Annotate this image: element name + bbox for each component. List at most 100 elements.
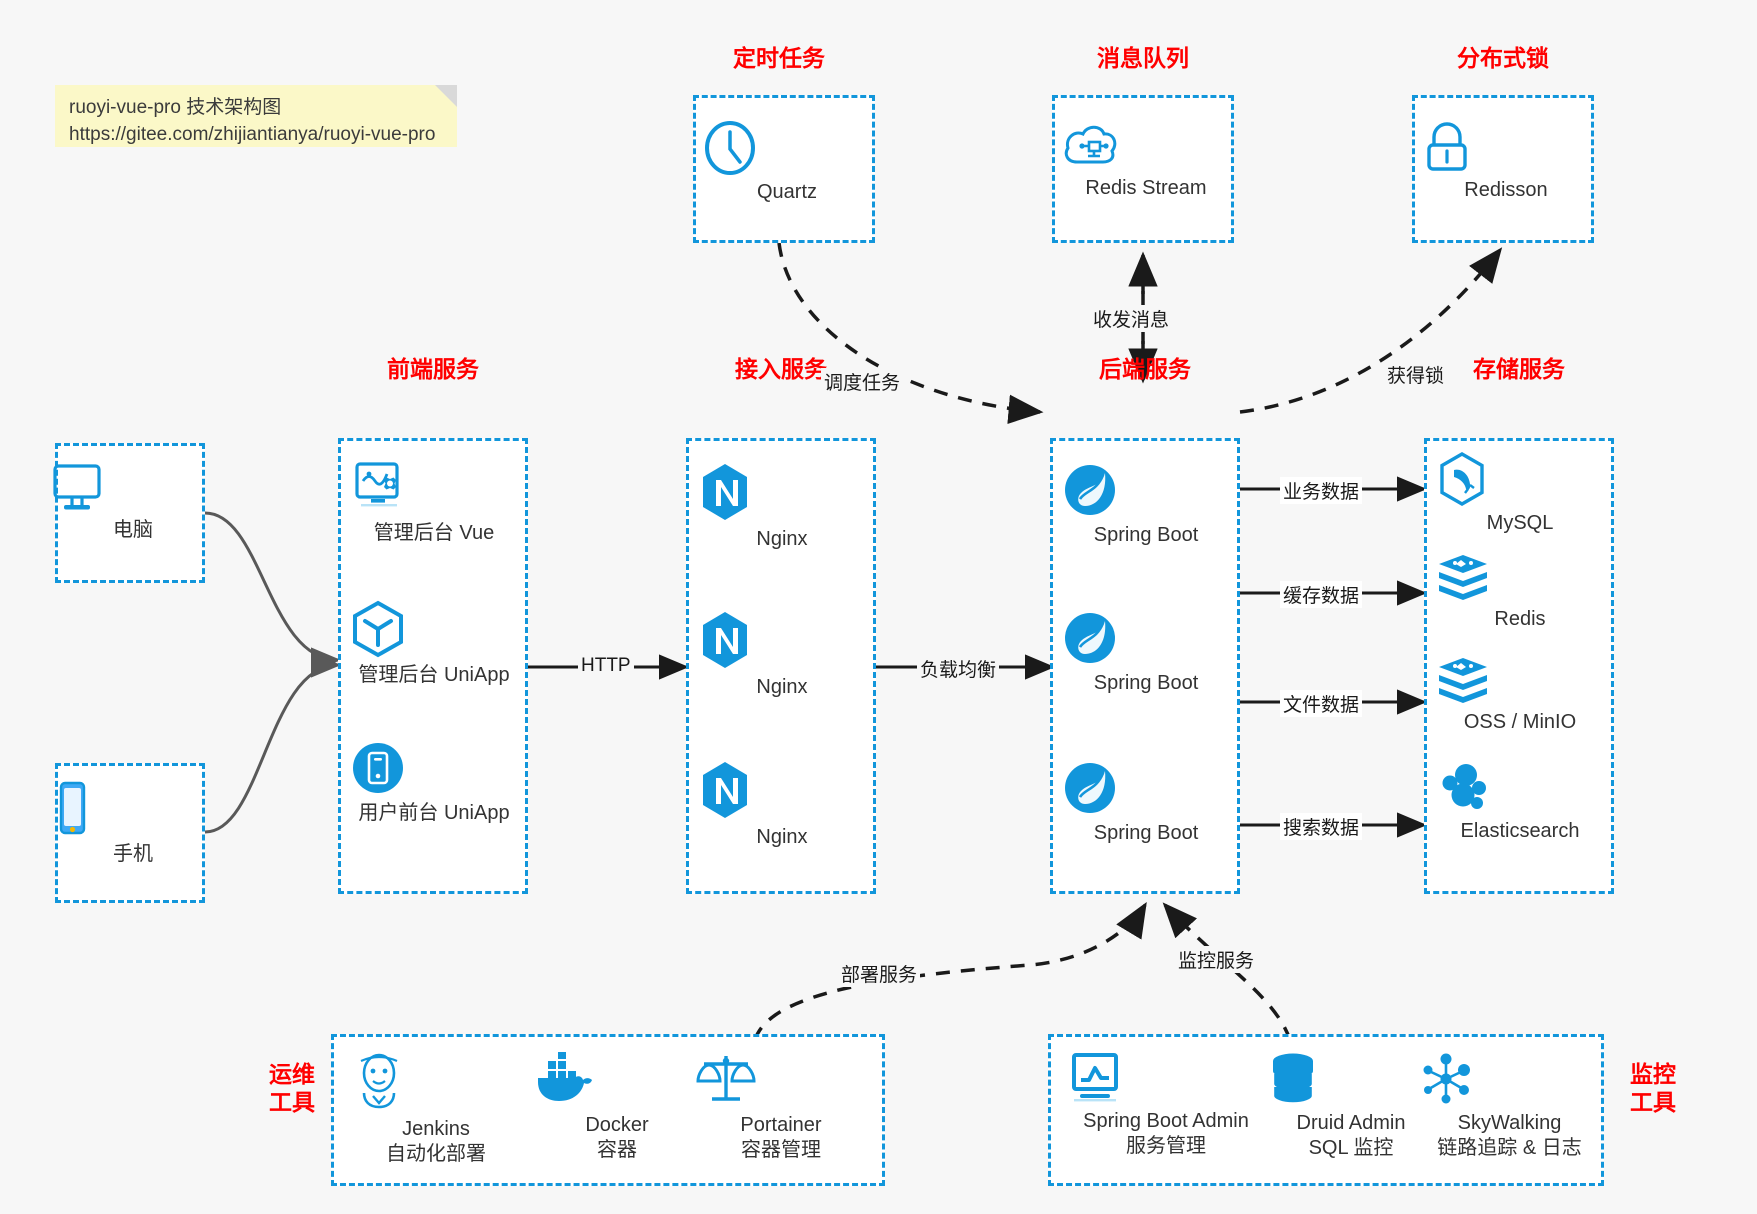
mysql-dolphin-icon [1435, 451, 1605, 507]
spring-leaf-icon [1061, 609, 1231, 667]
nginx-icon [697, 609, 867, 671]
node-redis[interactable]: Redis [1435, 553, 1605, 632]
node-spring-boot-admin[interactable]: Spring Boot Admin 服务管理 [1066, 1051, 1266, 1159]
info-note: ruoyi-vue-pro 技术架构图 https://gitee.com/zh… [55, 85, 457, 147]
node-jenkins-label: Jenkins [402, 1118, 470, 1140]
lock-icon [1421, 120, 1591, 174]
edge-label-load-balance: 负载均衡 [917, 655, 1000, 682]
node-skywalking-label: SkyWalking [1457, 1112, 1562, 1134]
node-pc[interactable]: 电脑 [48, 460, 218, 543]
jenkins-butler-icon [351, 1051, 521, 1113]
edge-label-send-receive-message: 收发消息 [1090, 305, 1173, 332]
node-spring-boot-admin-label: Spring Boot Admin [1083, 1110, 1249, 1132]
nginx-icon [697, 759, 867, 821]
spring-leaf-icon [1061, 759, 1231, 817]
group-title-message-queue: 消息队列 [1097, 45, 1189, 71]
node-admin-uniapp-label: 管理后台 UniApp [358, 664, 510, 686]
node-portainer[interactable]: Portainer 容器管理 [696, 1051, 866, 1163]
group-title-scheduled-task: 定时任务 [733, 45, 825, 71]
group-title-backend-service: 后端服务 [1099, 356, 1191, 382]
node-druid-admin-sublabel: SQL 监控 [1308, 1137, 1394, 1159]
node-redis-label: Redis [1494, 608, 1546, 630]
redis-stack-icon [1435, 553, 1605, 603]
node-spring-boot-admin-sublabel: 服务管理 [1126, 1135, 1206, 1157]
devops-title-line2: 工具 [269, 1089, 315, 1116]
node-jenkins-sublabel: 自动化部署 [386, 1143, 486, 1165]
node-portainer-sublabel: 容器管理 [741, 1139, 821, 1161]
dashboard-gear-icon [349, 459, 519, 517]
redis-stack-icon [1435, 656, 1605, 706]
group-box-pc: 电脑 [53, 443, 205, 583]
node-skywalking[interactable]: SkyWalking 链路追踪 & 日志 [1417, 1051, 1602, 1161]
node-nginx-2-label: Nginx [756, 676, 808, 698]
node-admin-vue[interactable]: 管理后台 Vue [349, 459, 519, 546]
node-mobile-label: 手机 [113, 843, 153, 865]
cube-icon [349, 599, 519, 659]
edge-label-acquire-lock: 获得锁 [1384, 361, 1448, 388]
docker-whale-icon [532, 1051, 702, 1109]
node-nginx-1[interactable]: Nginx [697, 461, 867, 552]
edge-label-business-data: 业务数据 [1280, 477, 1363, 504]
node-quartz[interactable]: Quartz [702, 120, 872, 205]
node-docker-label: Docker [585, 1114, 649, 1136]
edge-label-schedule-task: 调度任务 [821, 368, 904, 395]
nginx-icon [697, 461, 867, 523]
group-box-storage-service: MySQL Redis [1424, 438, 1614, 894]
node-user-uniapp[interactable]: 用户前台 UniApp [349, 739, 519, 826]
monitor-title-line1: 监控 [1630, 1061, 1676, 1087]
node-redis-stream-label: Redis Stream [1085, 177, 1207, 199]
node-jenkins[interactable]: Jenkins 自动化部署 [351, 1051, 521, 1167]
node-nginx-2[interactable]: Nginx [697, 609, 867, 700]
node-oss-minio[interactable]: OSS / MinIO [1435, 656, 1605, 735]
node-user-uniapp-label: 用户前台 UniApp [358, 802, 510, 824]
node-mysql[interactable]: MySQL [1435, 451, 1605, 536]
monitor-chart-icon [1066, 1051, 1266, 1105]
group-title-storage-service: 存储服务 [1473, 356, 1565, 382]
group-box-mobile: 手机 [55, 763, 205, 903]
group-title-gateway-service: 接入服务 [735, 356, 827, 382]
monitor-title-line2: 工具 [1630, 1089, 1676, 1116]
node-docker-sublabel: 容器 [597, 1139, 637, 1161]
node-spring-boot-1-label: Spring Boot [1093, 524, 1199, 546]
cloud-stream-icon [1061, 120, 1231, 172]
group-box-frontend-service: 管理后台 Vue 管理后台 UniApp 用户前台 UniApp [338, 438, 528, 894]
node-mysql-label: MySQL [1486, 512, 1554, 534]
node-redisson-label: Redisson [1464, 179, 1548, 201]
node-portainer-label: Portainer [740, 1114, 822, 1136]
edge-label-search-data: 搜索数据 [1280, 813, 1363, 840]
elasticsearch-icon [1435, 759, 1605, 815]
node-mobile[interactable]: 手机 [48, 780, 218, 867]
note-fold-corner [435, 85, 457, 107]
note-url-line: https://gitee.com/zhijiantianya/ruoyi-vu… [69, 123, 436, 145]
group-title-devops-tools: 运维 工具 [255, 1060, 329, 1116]
group-title-monitor-tools: 监控 工具 [1616, 1060, 1690, 1116]
group-title-distributed-lock: 分布式锁 [1457, 45, 1549, 71]
node-spring-boot-3[interactable]: Spring Boot [1061, 759, 1231, 846]
node-nginx-3[interactable]: Nginx [697, 759, 867, 850]
edge-label-deploy-service: 部署服务 [838, 960, 921, 987]
node-docker[interactable]: Docker 容器 [532, 1051, 702, 1163]
scales-icon [696, 1051, 866, 1109]
node-quartz-label: Quartz [756, 181, 818, 203]
node-redis-stream[interactable]: Redis Stream [1061, 120, 1231, 201]
node-elasticsearch[interactable]: Elasticsearch [1435, 759, 1605, 844]
group-box-devops-tools: Jenkins 自动化部署 Docker 容器 [331, 1034, 885, 1186]
node-admin-uniapp[interactable]: 管理后台 UniApp [349, 599, 519, 688]
edge-label-file-data: 文件数据 [1280, 690, 1363, 717]
edge-label-monitor-service: 监控服务 [1175, 946, 1258, 973]
group-title-frontend-service: 前端服务 [387, 356, 479, 382]
node-pc-label: 电脑 [113, 519, 153, 541]
node-spring-boot-2[interactable]: Spring Boot [1061, 609, 1231, 696]
node-druid-admin[interactable]: Druid Admin SQL 监控 [1266, 1051, 1436, 1161]
smartphone-icon [48, 780, 218, 838]
group-box-backend-service: Spring Boot Spring Boot Spring Boot [1050, 438, 1240, 894]
group-box-message-queue: Redis Stream [1052, 95, 1234, 243]
node-spring-boot-1[interactable]: Spring Boot [1061, 461, 1231, 548]
node-redisson[interactable]: Redisson [1421, 120, 1591, 203]
mobile-circle-icon [349, 739, 519, 797]
group-box-distributed-lock: Redisson [1412, 95, 1594, 243]
group-box-scheduled-task: Quartz [693, 95, 875, 243]
node-nginx-3-label: Nginx [756, 826, 808, 848]
desktop-icon [48, 460, 218, 514]
